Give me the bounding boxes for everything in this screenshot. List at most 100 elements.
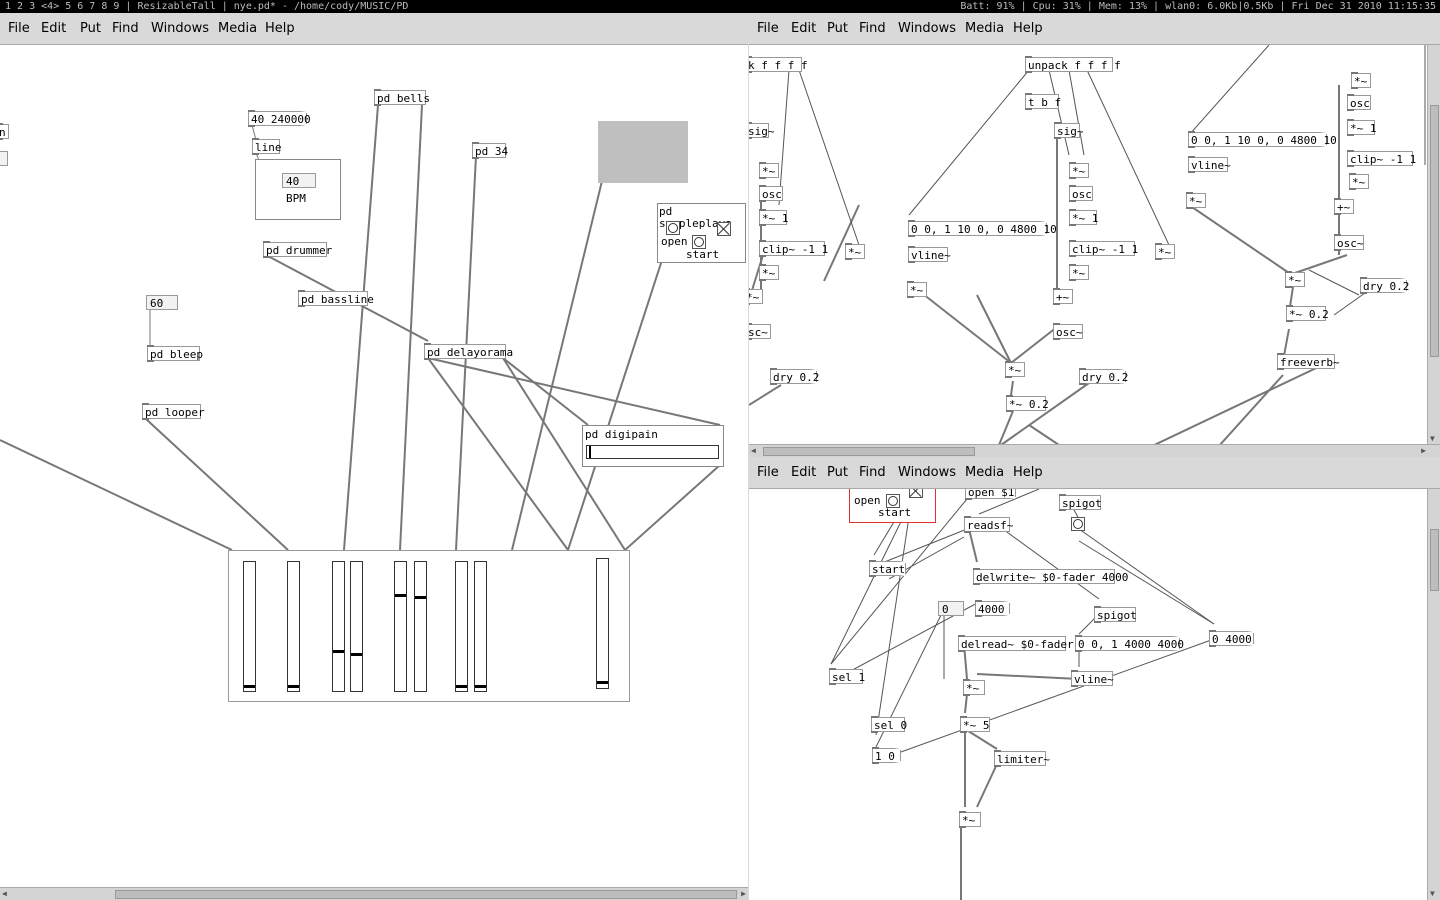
start-bang[interactable] <box>886 494 900 508</box>
object-osc-3[interactable]: osc <box>1347 94 1371 111</box>
subpatch-34[interactable]: pd 34 <box>472 142 508 159</box>
scroll-left-icon[interactable]: ◀ <box>2 889 7 898</box>
scroll-right-icon[interactable]: ▶ <box>1421 446 1426 455</box>
menu-edit[interactable]: Edit <box>41 21 67 36</box>
vertical-scrollbar[interactable]: ▼ <box>1427 489 1440 900</box>
message-start[interactable]: start <box>869 560 905 577</box>
object-spigot-2[interactable]: spigot <box>1094 606 1137 623</box>
subpatch-bassline[interactable]: pd bassline <box>298 290 374 307</box>
menu-put[interactable]: Put <box>80 21 101 36</box>
object-osc-tilde-2[interactable]: osc~ <box>1334 234 1364 251</box>
object-t-b-f[interactable]: t b f <box>1025 93 1061 110</box>
object-clip-2[interactable]: clip~ -1 1 <box>1069 240 1138 257</box>
object-mul-2c[interactable]: *~ <box>1155 243 1175 260</box>
subpatch-drummer[interactable]: pd drummer <box>263 241 332 258</box>
menu-put[interactable]: Put <box>827 21 848 36</box>
message-dry-2[interactable]: dry 0.2 <box>1079 368 1128 385</box>
patch-canvas[interactable]: open start open $1 spigot readsf~ start … <box>749 489 1440 900</box>
object-delwrite[interactable]: delwrite~ $0-fader 4000 <box>973 568 1128 585</box>
bpm-number-box[interactable]: 40 <box>282 173 316 188</box>
menu-file[interactable]: File <box>757 21 779 36</box>
scroll-down-icon[interactable]: ▼ <box>1430 889 1435 898</box>
object-vline[interactable]: vline~ <box>1071 670 1114 687</box>
object-osc-fragment[interactable]: sc~ <box>749 323 771 340</box>
menu-windows[interactable]: Windows <box>898 465 957 480</box>
message-4000[interactable]: 4000 <box>975 600 1009 617</box>
message-0-4000[interactable]: 0 4000 <box>1209 630 1253 647</box>
scroll-left-icon[interactable]: ◀ <box>751 446 756 455</box>
empty-graph[interactable] <box>598 121 688 183</box>
subpatch-looper[interactable]: pd looper <box>142 403 205 420</box>
object-vline-1[interactable]: vline~ <box>908 246 951 263</box>
scroll-down-icon[interactable]: ▼ <box>1430 434 1435 443</box>
object-osc-2[interactable]: osc <box>1069 185 1093 202</box>
object-mul-mix[interactable]: *~ <box>1005 361 1025 378</box>
object-fragment-n[interactable]: n <box>0 123 9 140</box>
message-envelope-2[interactable]: 0 0, 1 10 0, 0 4800 10 <box>1188 131 1337 148</box>
object-mul-3b[interactable]: *~ 1 <box>1347 119 1377 136</box>
message-1-0[interactable]: 1 0 <box>872 747 900 764</box>
object-mul-5[interactable]: *~ 5 <box>960 716 990 733</box>
object-mul-r-0-2[interactable]: *~ 0.2 <box>1286 305 1329 322</box>
object-plus-2[interactable]: +~ <box>1334 198 1354 215</box>
menu-media[interactable]: Media <box>218 21 258 36</box>
subpatch-delayorama[interactable]: pd delayorama <box>424 343 513 360</box>
menu-file[interactable]: File <box>757 465 779 480</box>
object-mul-0-2[interactable]: *~ 0.2 <box>1006 395 1049 412</box>
menu-help[interactable]: Help <box>1013 465 1043 480</box>
menu-put[interactable]: Put <box>827 465 848 480</box>
patch-canvas[interactable]: n 40 240000 line 40 BPM pd bells pd 34 p… <box>0 45 748 900</box>
object-mul-1d[interactable]: *~ <box>759 264 779 281</box>
mixer-slider-9[interactable] <box>596 558 609 689</box>
message-dry-3[interactable]: dry 0.2 <box>1360 277 1409 294</box>
object-spigot-1[interactable]: spigot <box>1059 494 1102 511</box>
object-mul-3[interactable]: *~ <box>1351 72 1371 89</box>
message-open[interactable]: open $1 <box>965 489 1015 500</box>
object-plus-1[interactable]: +~ <box>1053 288 1073 305</box>
object-mul-1[interactable]: *~ <box>759 162 779 179</box>
menu-media[interactable]: Media <box>965 465 1005 480</box>
mixer-slider-2[interactable] <box>287 561 300 692</box>
object-delread[interactable]: delread~ $0-fader <box>958 635 1074 652</box>
start-bang[interactable] <box>692 235 706 249</box>
object-line[interactable]: line <box>252 138 282 155</box>
object-osc-tilde-1[interactable]: osc~ <box>1053 323 1083 340</box>
menu-media[interactable]: Media <box>965 21 1005 36</box>
object-freeverb[interactable]: freeverb~ <box>1277 353 1340 370</box>
object-mul-1[interactable]: *~ <box>963 679 985 696</box>
object-sig-2[interactable]: sig~ <box>1054 122 1084 139</box>
menu-find[interactable]: Find <box>112 21 139 36</box>
scrollbar-thumb[interactable] <box>763 447 975 456</box>
number-box-fragment[interactable] <box>0 151 8 166</box>
mixer-slider-8[interactable] <box>474 561 487 692</box>
object-sel-1[interactable]: sel 1 <box>829 668 865 685</box>
subpatch-bells[interactable]: pd bells <box>374 89 430 106</box>
object-unpack-fragment[interactable]: k f f f f <box>749 56 808 73</box>
scroll-right-icon[interactable]: ▶ <box>741 889 746 898</box>
scrollbar-thumb[interactable] <box>1430 529 1439 591</box>
object-mul-2[interactable]: *~ <box>959 811 981 828</box>
object-mul-1c[interactable]: *~ <box>845 243 865 260</box>
loop-toggle[interactable] <box>717 222 731 236</box>
digipain-hslider[interactable] <box>586 445 719 459</box>
number-box-60[interactable]: 60 <box>146 295 178 310</box>
bang-spigot[interactable] <box>1071 517 1085 531</box>
open-bang[interactable] <box>666 221 680 235</box>
number-box-zero[interactable]: 0 <box>938 601 964 616</box>
object-sel-0[interactable]: sel 0 <box>871 716 907 733</box>
mixer-slider-4[interactable] <box>350 561 363 692</box>
object-vline-2[interactable]: vline~ <box>1188 156 1231 173</box>
object-unpack[interactable]: unpack f f f f <box>1025 56 1121 73</box>
message-line-args[interactable]: 40 240000 <box>248 110 311 127</box>
object-mul-v2[interactable]: *~ <box>1186 192 1206 209</box>
menu-edit[interactable]: Edit <box>791 21 817 36</box>
menu-windows[interactable]: Windows <box>151 21 210 36</box>
menu-help[interactable]: Help <box>265 21 295 36</box>
mixer-slider-7[interactable] <box>455 561 468 692</box>
object-mul-1b[interactable]: *~ 1 <box>759 209 789 226</box>
menu-find[interactable]: Find <box>859 21 886 36</box>
vertical-scrollbar[interactable]: ▼ <box>1427 45 1440 445</box>
patch-canvas[interactable]: k f f f f sig~ *~ osc *~ 1 clip~ -1 1 *~… <box>749 45 1440 457</box>
mixer-slider-6[interactable] <box>414 561 427 692</box>
menu-windows[interactable]: Windows <box>898 21 957 36</box>
